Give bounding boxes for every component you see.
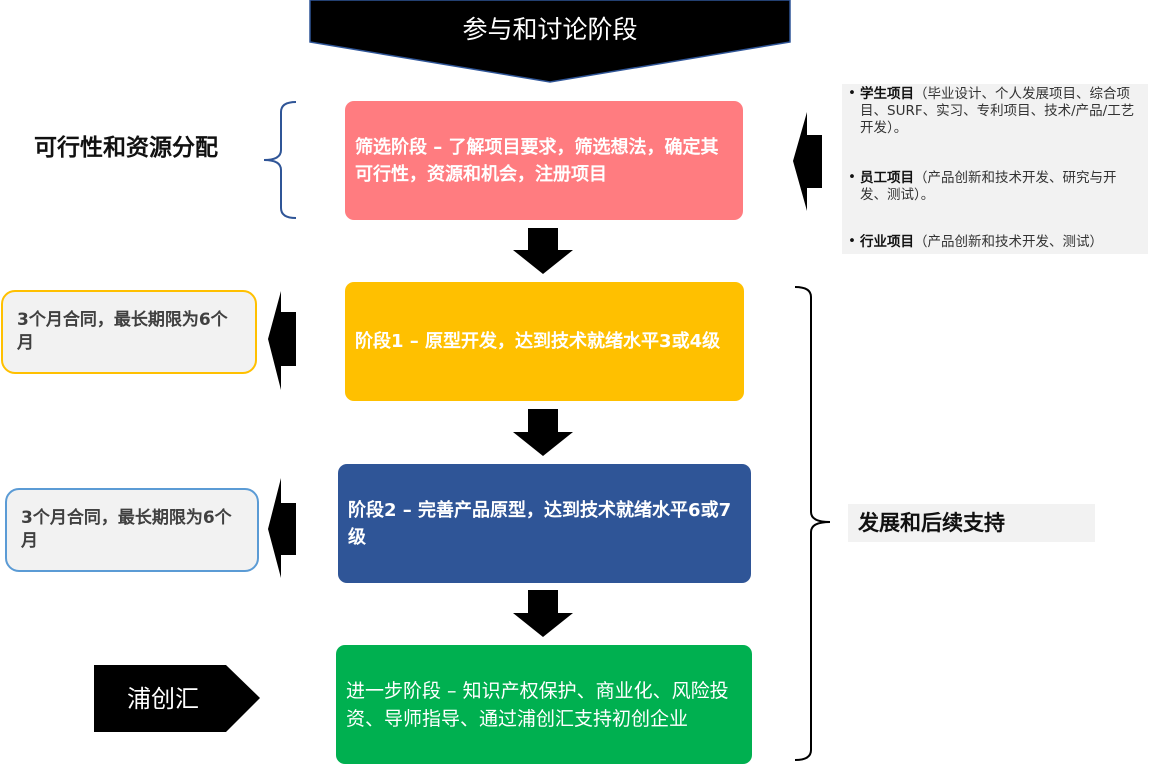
bullet-icon: • xyxy=(848,85,856,101)
left-arrow-info xyxy=(793,112,822,211)
project-types-panel: • 学生项目（毕业设计、个人发展项目、综合项目、SURF、实习、专利项目、技术/… xyxy=(842,84,1148,254)
project-type-name: 学生项目 xyxy=(860,86,914,102)
project-type-desc: （产品创新和技术开发、研究与开发、测试）。 xyxy=(860,170,1117,203)
project-type-name: 员工项目 xyxy=(860,170,914,186)
header-banner-shape xyxy=(309,0,791,83)
stage1-box: 阶段1 – 原型开发，达到技术就绪水平3或4级 xyxy=(345,282,744,401)
project-type-name: 行业项目 xyxy=(860,234,914,250)
project-type-desc: （产品创新和技术开发、测试） xyxy=(914,234,1103,250)
stage2-text: 阶段2 – 完善产品原型，达到技术就绪水平6或7级 xyxy=(348,499,732,548)
further-stage-box: 进一步阶段 – 知识产权保护、商业化、风险投资、导师指导、通过浦创汇支持初创企业 xyxy=(336,645,752,764)
project-type-staff: • 员工项目（产品创新和技术开发、研究与开发、测试）。 xyxy=(848,169,1142,204)
screening-stage-box: 筛选阶段 – 了解项目要求，筛选想法，确定其可行性，资源和机会，注册项目 xyxy=(345,101,743,220)
left-arrow-contract-2 xyxy=(268,478,296,578)
left-arrow-contract-1 xyxy=(268,291,296,390)
down-arrow-3 xyxy=(513,590,573,637)
project-type-industry: • 行业项目（产品创新和技术开发、测试） xyxy=(848,233,1142,251)
contract-text-stage2: 3个月合同，最长期限为6个月 xyxy=(21,508,232,551)
down-arrow-2 xyxy=(513,409,573,456)
stage2-box: 阶段2 – 完善产品原型，达到技术就绪水平6或7级 xyxy=(338,464,751,583)
support-bracket xyxy=(794,286,831,761)
further-stage-text: 进一步阶段 – 知识产权保护、商业化、风险投资、导师指导、通过浦创汇支持初创企业 xyxy=(346,679,729,730)
contract-box-stage2: 3个月合同，最长期限为6个月 xyxy=(5,488,259,572)
feasibility-label: 可行性和资源分配 xyxy=(34,135,218,161)
project-type-student: • 学生项目（毕业设计、个人发展项目、综合项目、SURF、实习、专利项目、技术/… xyxy=(848,85,1142,137)
screening-stage-text: 筛选阶段 – 了解项目要求，筛选想法，确定其可行性，资源和机会，注册项目 xyxy=(355,136,719,185)
bullet-icon: • xyxy=(848,169,856,185)
bullet-icon: • xyxy=(848,233,856,249)
pch-arrow-shape xyxy=(94,665,260,732)
pch-label: 浦创汇 xyxy=(127,685,199,713)
stage1-text: 阶段1 – 原型开发，达到技术就绪水平3或4级 xyxy=(355,331,721,352)
feasibility-bracket xyxy=(263,101,297,219)
contract-box-stage1: 3个月合同，最长期限为6个月 xyxy=(1,290,257,374)
project-type-desc: （毕业设计、个人发展项目、综合项目、SURF、实习、专利项目、技术/产品/工艺开… xyxy=(860,86,1135,136)
contract-text-stage1: 3个月合同，最长期限为6个月 xyxy=(17,310,228,353)
down-arrow-1 xyxy=(513,228,573,274)
header-title: 参与和讨论阶段 xyxy=(462,15,638,44)
support-label: 发展和后续支持 xyxy=(848,504,1095,542)
